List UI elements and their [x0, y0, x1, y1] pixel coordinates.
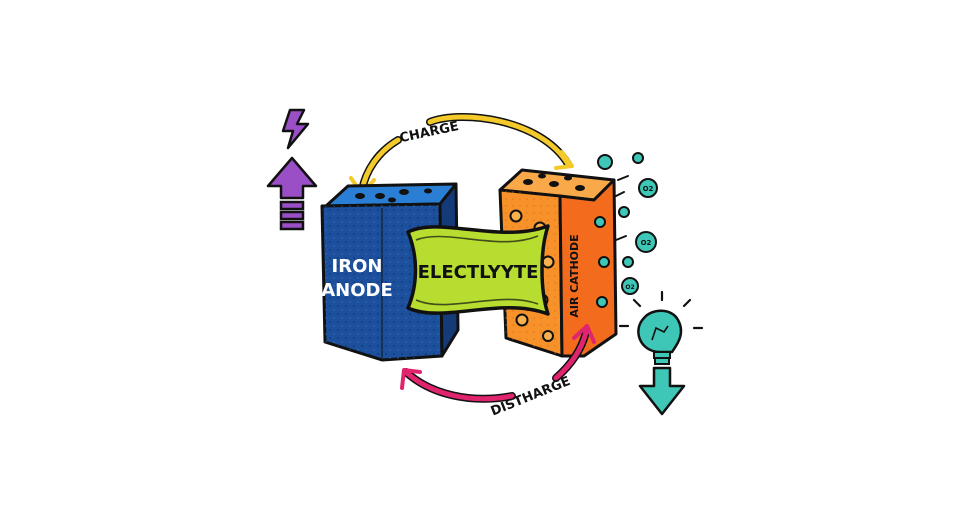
anode-label-line2: ANODE	[321, 280, 393, 301]
electrolyte-label: ELECTLYYTE	[418, 262, 539, 283]
cathode-label: AIR CATHODE	[568, 234, 581, 317]
bubble-icon	[618, 206, 630, 218]
output-icon	[618, 290, 704, 416]
lightning-icon	[281, 108, 310, 150]
bubble-icon	[597, 154, 613, 170]
up-arrow-icon	[266, 156, 318, 231]
oxygen-bubble-icon: O2	[635, 231, 657, 253]
bubble-icon	[622, 256, 634, 268]
power-source-icon	[266, 108, 318, 231]
anode-label-line1: IRON	[332, 256, 383, 277]
electrolyte: ELECTLYYTE	[406, 224, 550, 316]
oxygen-bubble-icon: O2	[621, 277, 639, 295]
lightbulb-icon	[618, 290, 704, 365]
svg-text:O2: O2	[643, 185, 654, 193]
oxygen-bubbles: O2 O2 O2	[597, 152, 658, 295]
oxygen-bubble-icon: O2	[638, 178, 658, 198]
svg-text:O2: O2	[625, 284, 634, 291]
svg-text:O2: O2	[641, 239, 652, 247]
bubble-icon	[632, 152, 644, 164]
down-arrow-icon	[638, 366, 686, 416]
